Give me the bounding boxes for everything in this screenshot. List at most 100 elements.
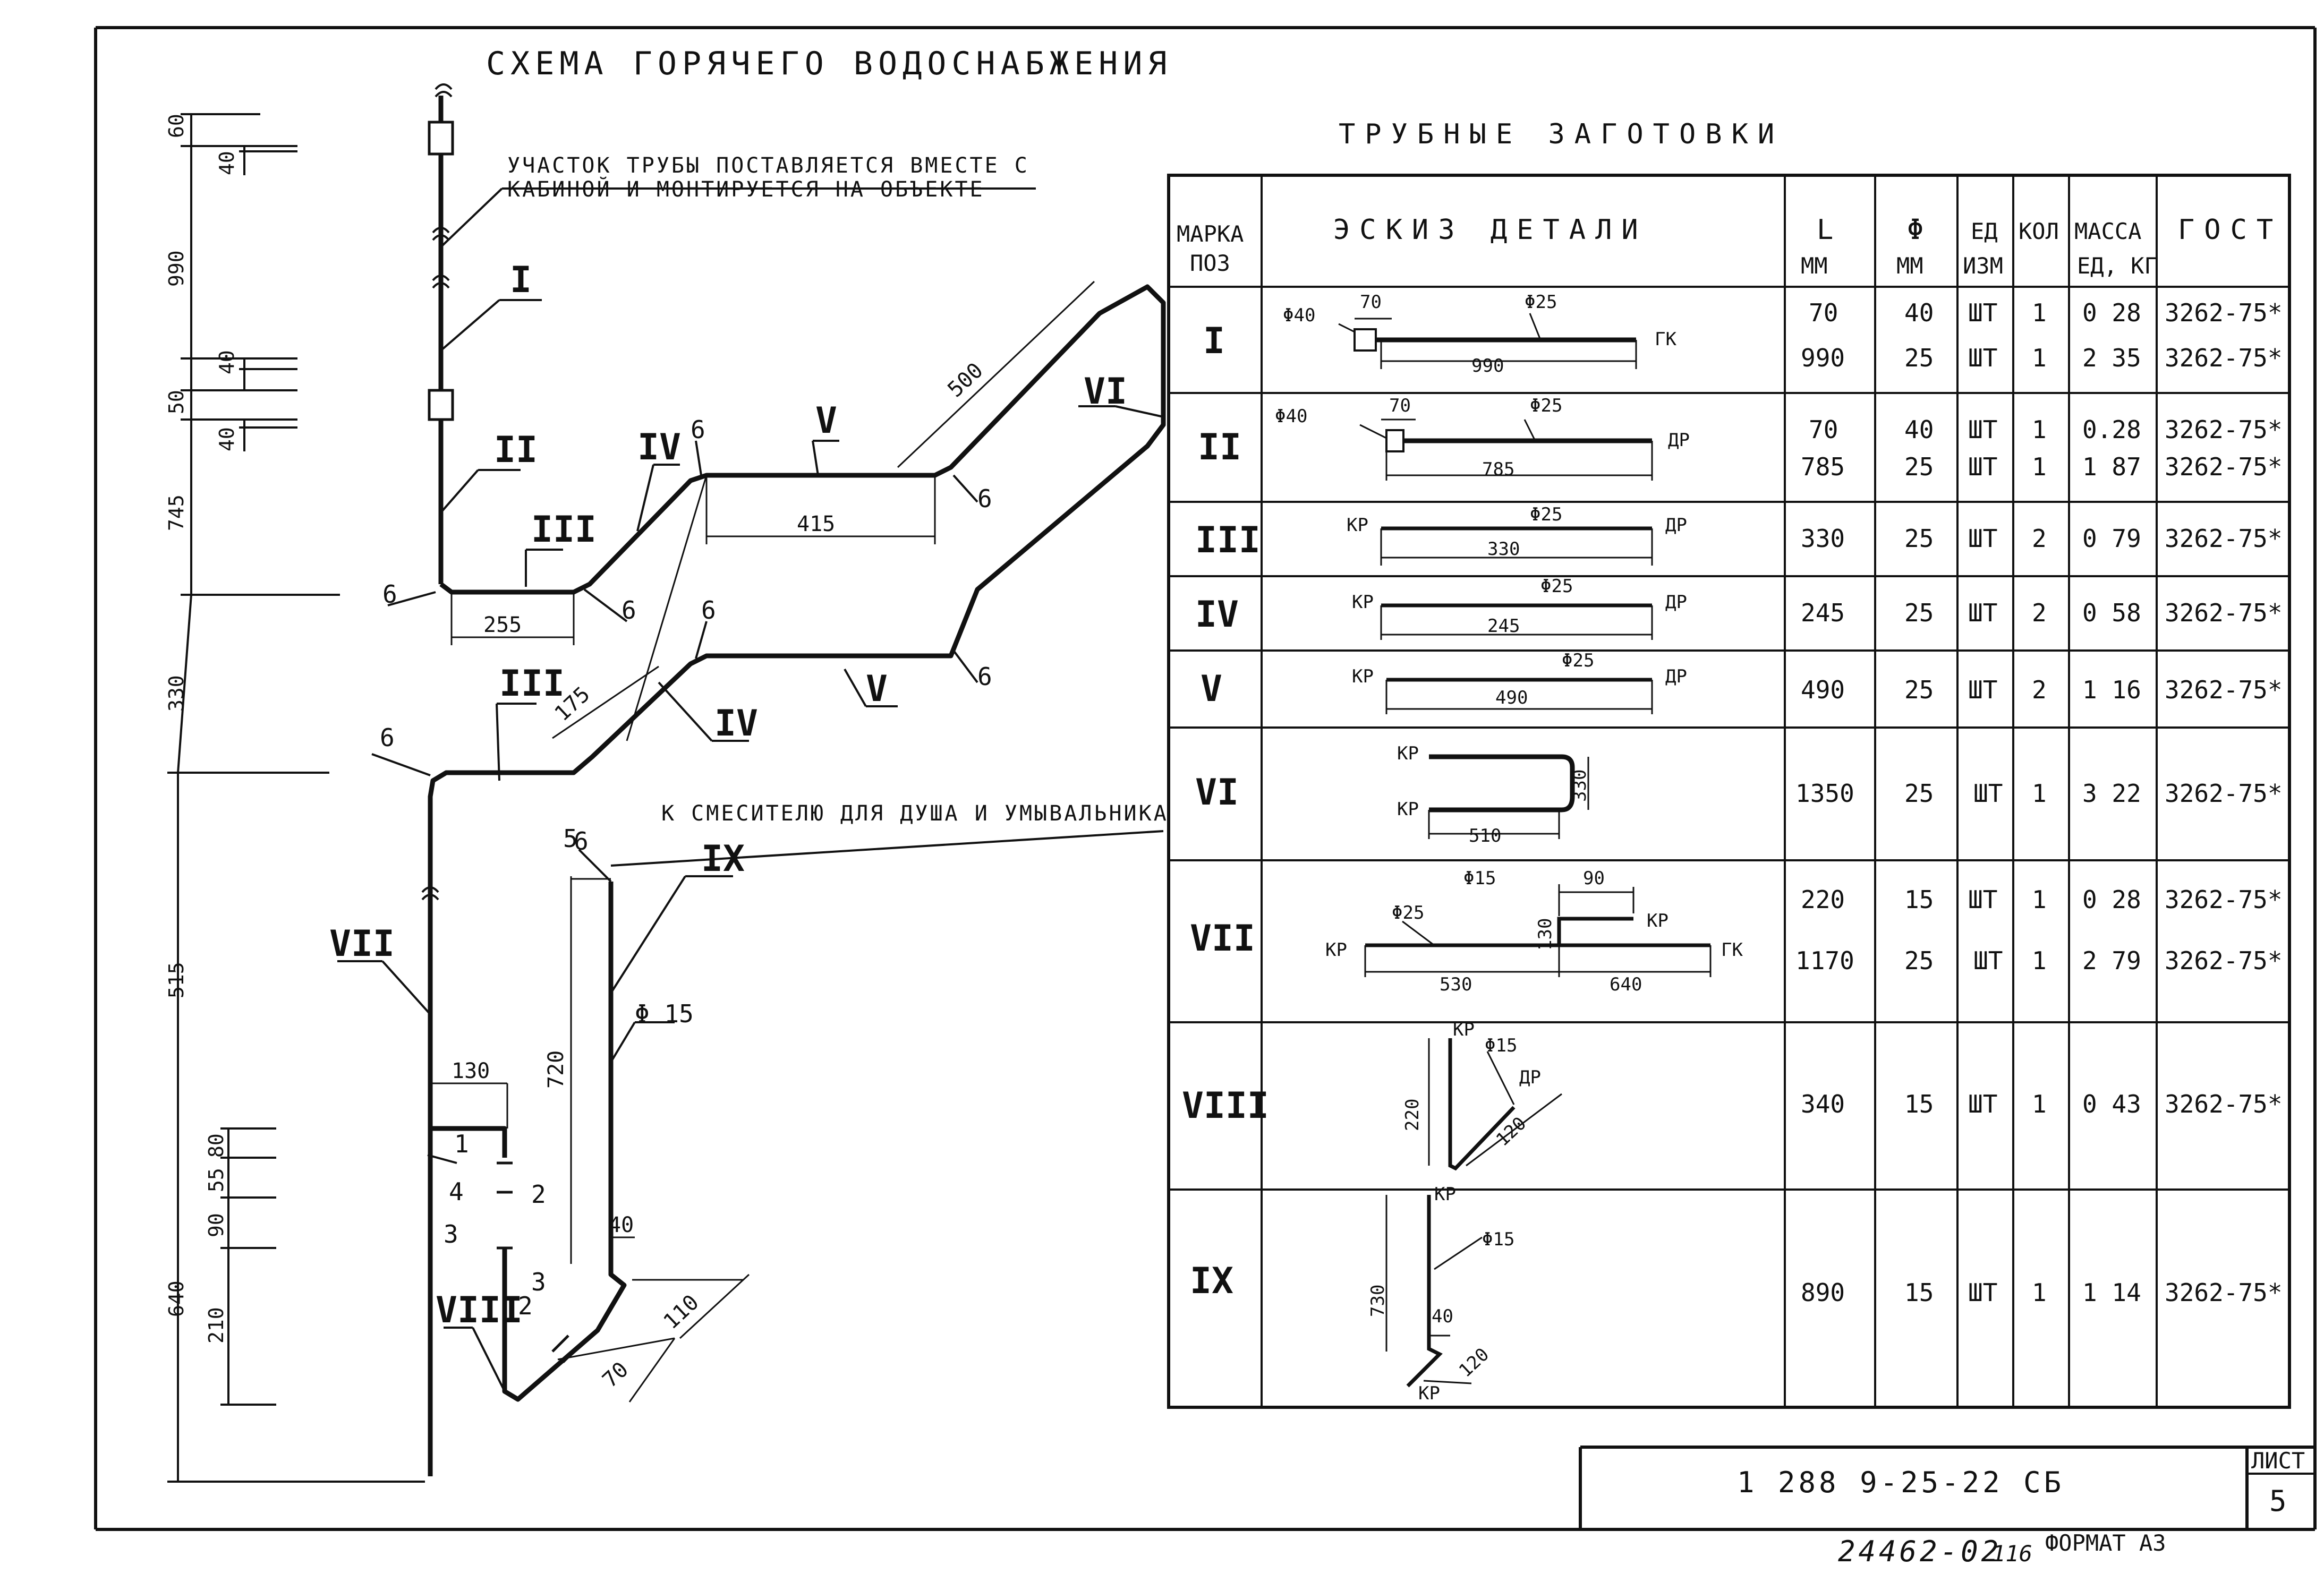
hdr-mass-1: МАССА [2074,218,2141,244]
cell-r3-q: 2 [2032,524,2047,553]
cell-r9-u: ШТ [1968,1278,1997,1307]
sketch-row-VIII: КР Φ15 ДР 220 120 [1402,1019,1562,1171]
sk7-640: 640 [1610,974,1642,995]
cell-r6-m: 3 22 [2082,779,2141,808]
sk9-kr-b: КР [1418,1383,1440,1404]
pd-110: 110 [659,1290,703,1334]
sk5-dr: ДР [1665,666,1687,687]
cell-r1-d2: 25 [1904,344,1934,372]
sheet-label: ЛИСТ [2251,1448,2305,1474]
dim-60: 60 [165,114,188,138]
hdr-sketch: ЭСКИЗ ДЕТАЛИ [1333,214,1648,246]
bend-6-a: 6 [382,580,397,609]
pipe-label-VI: VI [1084,371,1127,413]
sk7-phi15: Φ15 [1463,868,1496,889]
sk9-40: 40 [1432,1306,1453,1327]
cell-r2-q2: 1 [2032,452,2047,481]
table-cells: 70 990 40 25 ШТ ШТ 1 1 0 28 2 35 3262-75… [1795,298,2283,1307]
pipe-label-VIII: VIII [436,1289,523,1331]
table-header: МАРКА ПОЗ ЭСКИЗ ДЕТАЛИ L ММ Φ ММ ЕД ИЗМ … [1177,214,2283,279]
dim-210: 210 [205,1307,228,1344]
table-position-column: I II III IV V VI VII VIII IX [1182,320,1269,1302]
left-dimension-chain [167,113,425,1483]
detail-2-b: 2 [518,1292,533,1320]
detail-1: 1 [454,1130,469,1158]
pos-I: I [1203,320,1225,362]
hdr-len-1: L [1817,214,1843,246]
hdr-unit-2: ИЗМ [1963,253,2003,279]
coupling-top [428,121,454,156]
sk7-gk: ГК [1721,939,1743,961]
cell-r8-g: 3262-75* [2165,1090,2283,1118]
hdr-dia-1: Φ [1907,214,1933,246]
sk2-dr: ДР [1668,430,1690,451]
cell-r1-d1: 40 [1904,298,1934,327]
sk8-220: 220 [1402,1099,1423,1131]
detail-4: 4 [449,1177,464,1206]
pd-500: 500 [943,358,988,402]
pos-VI: VI [1195,772,1239,814]
cell-r7-q2: 1 [2032,946,2047,975]
cell-r1-q2: 1 [2032,344,2047,372]
pipe-dimension-lines [430,280,1095,1403]
sheet-frame [94,26,2317,1531]
cell-r1-L2: 990 [1801,344,1845,372]
pos-IX: IX [1190,1260,1233,1302]
pipe-label-II: II [494,429,538,471]
coupling-mid [428,389,454,421]
cell-r8-q: 1 [2032,1090,2047,1118]
pd-720: 720 [544,1050,568,1089]
cell-r2-L2: 785 [1801,452,1845,481]
hdr-gost: ГОСТ [2178,214,2283,246]
sk2-70: 70 [1389,395,1411,416]
sketch-row-IX: КР Φ15 730 40 КР 120 [1367,1184,1514,1404]
cell-r3-d: 25 [1904,524,1934,553]
pos-VIII: VIII [1182,1085,1269,1127]
cell-r6-L: 1350 [1795,779,1854,808]
sk8-120: 120 [1492,1113,1530,1150]
cell-r5-L: 490 [1801,675,1845,704]
detail-marks: 1 4 2 3 2 3 5 [444,824,578,1320]
dim-90: 90 [205,1213,228,1237]
pd-70: 70 [598,1357,633,1392]
cell-r8-L: 340 [1801,1090,1845,1118]
hdr-qty: КОЛ [2019,218,2059,244]
pipe-roman-labels: I II III IV V VI III IV V VII VIII IX [329,259,1127,1331]
dim-40b: 40 [215,350,239,374]
mixer-note: К СМЕСИТЕЛЮ ДЛЯ ДУША И УМЫВАЛЬНИКА [661,801,1169,826]
dim-330: 330 [165,675,188,712]
sk1-70: 70 [1360,292,1382,313]
dim-515: 515 [165,962,188,998]
pipe-label-III: III [531,509,597,551]
detail-5: 5 [563,824,578,853]
sheet-number: 5 [2269,1484,2290,1518]
title-block [1579,1446,2315,1529]
cell-r8-d: 15 [1904,1090,1934,1118]
pipe-fittings [427,121,580,1363]
pipe-label-IV: IV [637,426,681,468]
bend-6-g: 6 [380,723,395,752]
cell-r3-m: 0 79 [2082,524,2141,553]
hdr-mass-2: ЕД, КГ [2077,253,2158,279]
scheme-title: СХЕМА ГОРЯЧЕГО ВОДОСНАБЖЕНИЯ [486,45,1172,82]
pd-415: 415 [797,512,835,536]
inventory-number: 24462-02 [1838,1535,2002,1568]
hdr-dia-2: ММ [1896,253,1923,279]
hdr-unit-1: ЕД [1971,218,1998,244]
sk1-gk: ГК [1655,329,1676,350]
table-title: ТРУБНЫЕ ЗАГОТОВКИ [1339,118,1784,150]
sketch-row-VII: Φ15 90 Φ25 КР 130 КР ГК 530 640 [1325,868,1743,995]
pipe-label-V-b: V [866,668,888,710]
sk1-990: 990 [1471,355,1504,377]
format-label: ФОРМАТ А3 [2045,1530,2166,1556]
dim-745: 745 [165,494,188,531]
cell-r5-m: 1 16 [2082,675,2141,704]
bend-6-d: 6 [977,484,992,513]
cell-r5-q: 2 [2032,675,2047,704]
cell-r7-g1: 3262-75* [2165,885,2283,914]
cell-r3-g: 3262-75* [2165,524,2283,553]
dim-50: 50 [165,390,188,414]
sk9-730: 730 [1367,1285,1389,1317]
supply-note-line1: УЧАСТОК ТРУБЫ ПОСТАВЛЯЕТСЯ ВМЕСТЕ С [507,153,1029,178]
dim-40c: 40 [215,427,239,451]
